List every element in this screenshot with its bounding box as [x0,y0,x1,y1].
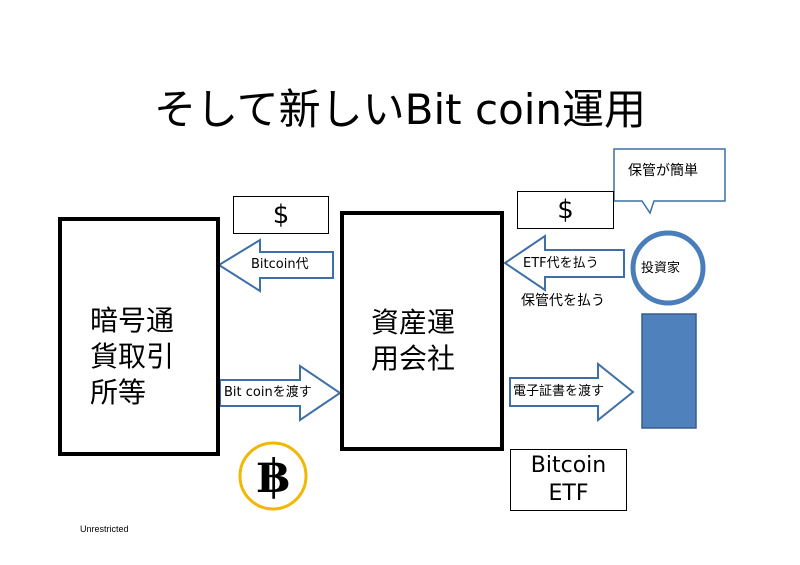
investor-head [630,230,706,306]
exchange-label: 暗号通 貨取引 所等 [90,304,175,409]
dollar-left-text: $ [272,200,290,230]
etf-payment-arrow [503,234,625,292]
certificate-transfer-label: 電子証書を渡す [513,384,605,399]
dollar-box-left: $ [233,196,329,234]
etf-payment-label: ETF代を払う [523,256,599,271]
bitcoin-transfer-arrow [219,364,342,422]
asset-manager-box [340,211,504,451]
etf-line2: ETF [548,481,589,506]
bitcoin-payment-label: Bitcoin代 [251,257,309,272]
custody-fee-label: 保管代を払う [521,293,605,309]
page-title: そして新しいBit coin運用 [153,85,647,134]
footer-classification: Unrestricted [80,524,129,534]
bitcoin-symbol: ฿ [256,449,289,503]
dollar-right-text: $ [557,195,574,225]
exchange-box [58,217,220,456]
bitcoin-coin-icon [238,441,308,511]
certificate-transfer-arrow [509,361,635,423]
asset-manager-label: 資産運 用会社 [371,306,456,375]
dollar-box-right: $ [517,191,614,229]
etf-line1: Bitcoin [530,453,607,478]
investor-label: 投資家 [641,261,681,276]
bitcoin-transfer-label: Bit coinを渡す [224,385,312,400]
callout-text: 保管が簡単 [628,163,698,179]
investor-body [641,313,697,429]
callout-bubble [613,148,726,215]
bitcoin-payment-arrow [217,238,334,293]
bitcoin-etf-box: Bitcoin ETF [510,449,627,511]
